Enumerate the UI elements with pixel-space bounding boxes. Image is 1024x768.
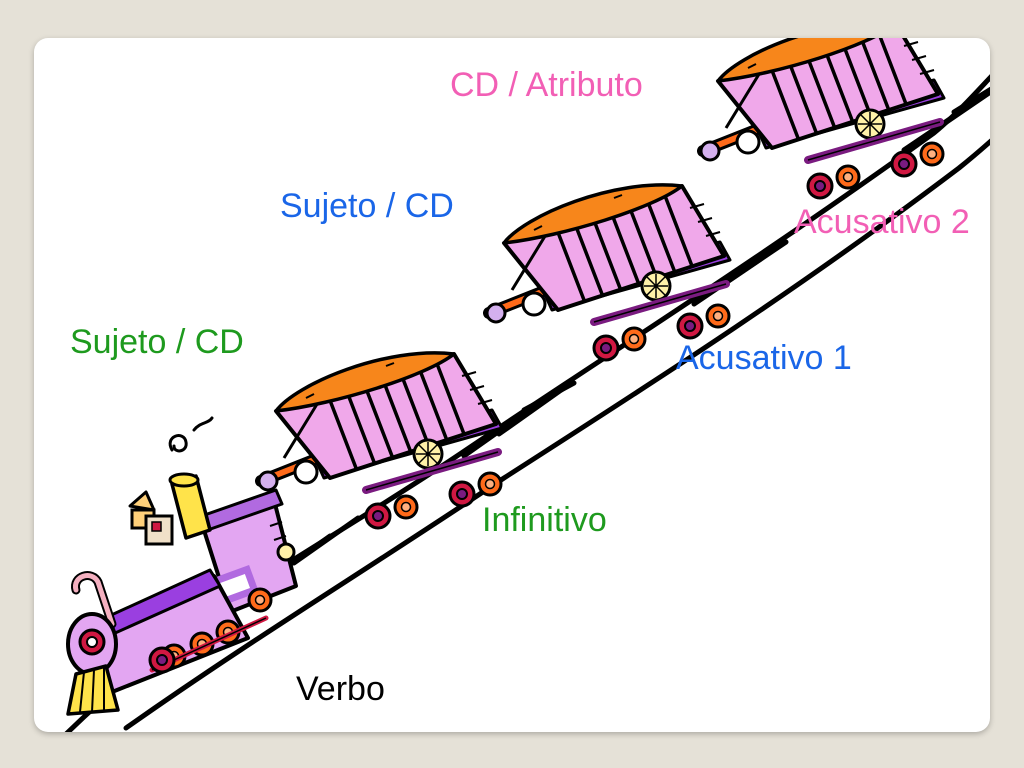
label-acusativo-2: Acusativo 2 xyxy=(794,203,970,241)
label-sujeto-cd-blue: Sujeto / CD xyxy=(280,187,454,225)
label-acusativo-1: Acusativo 1 xyxy=(676,339,852,377)
label-infinitivo: Infinitivo xyxy=(482,501,607,539)
slide: CD / Atributo Sujeto / CD Acusativo 2 Su… xyxy=(34,38,990,732)
train-illustration xyxy=(64,38,990,732)
label-sujeto-cd-green: Sujeto / CD xyxy=(70,323,244,361)
label-cd-atributo: CD / Atributo xyxy=(450,66,643,104)
wagon-2 xyxy=(487,185,730,360)
wagon-3 xyxy=(701,38,944,198)
label-verbo: Verbo xyxy=(296,670,385,708)
locomotive-icon xyxy=(66,416,298,716)
wagon-1 xyxy=(259,353,502,528)
